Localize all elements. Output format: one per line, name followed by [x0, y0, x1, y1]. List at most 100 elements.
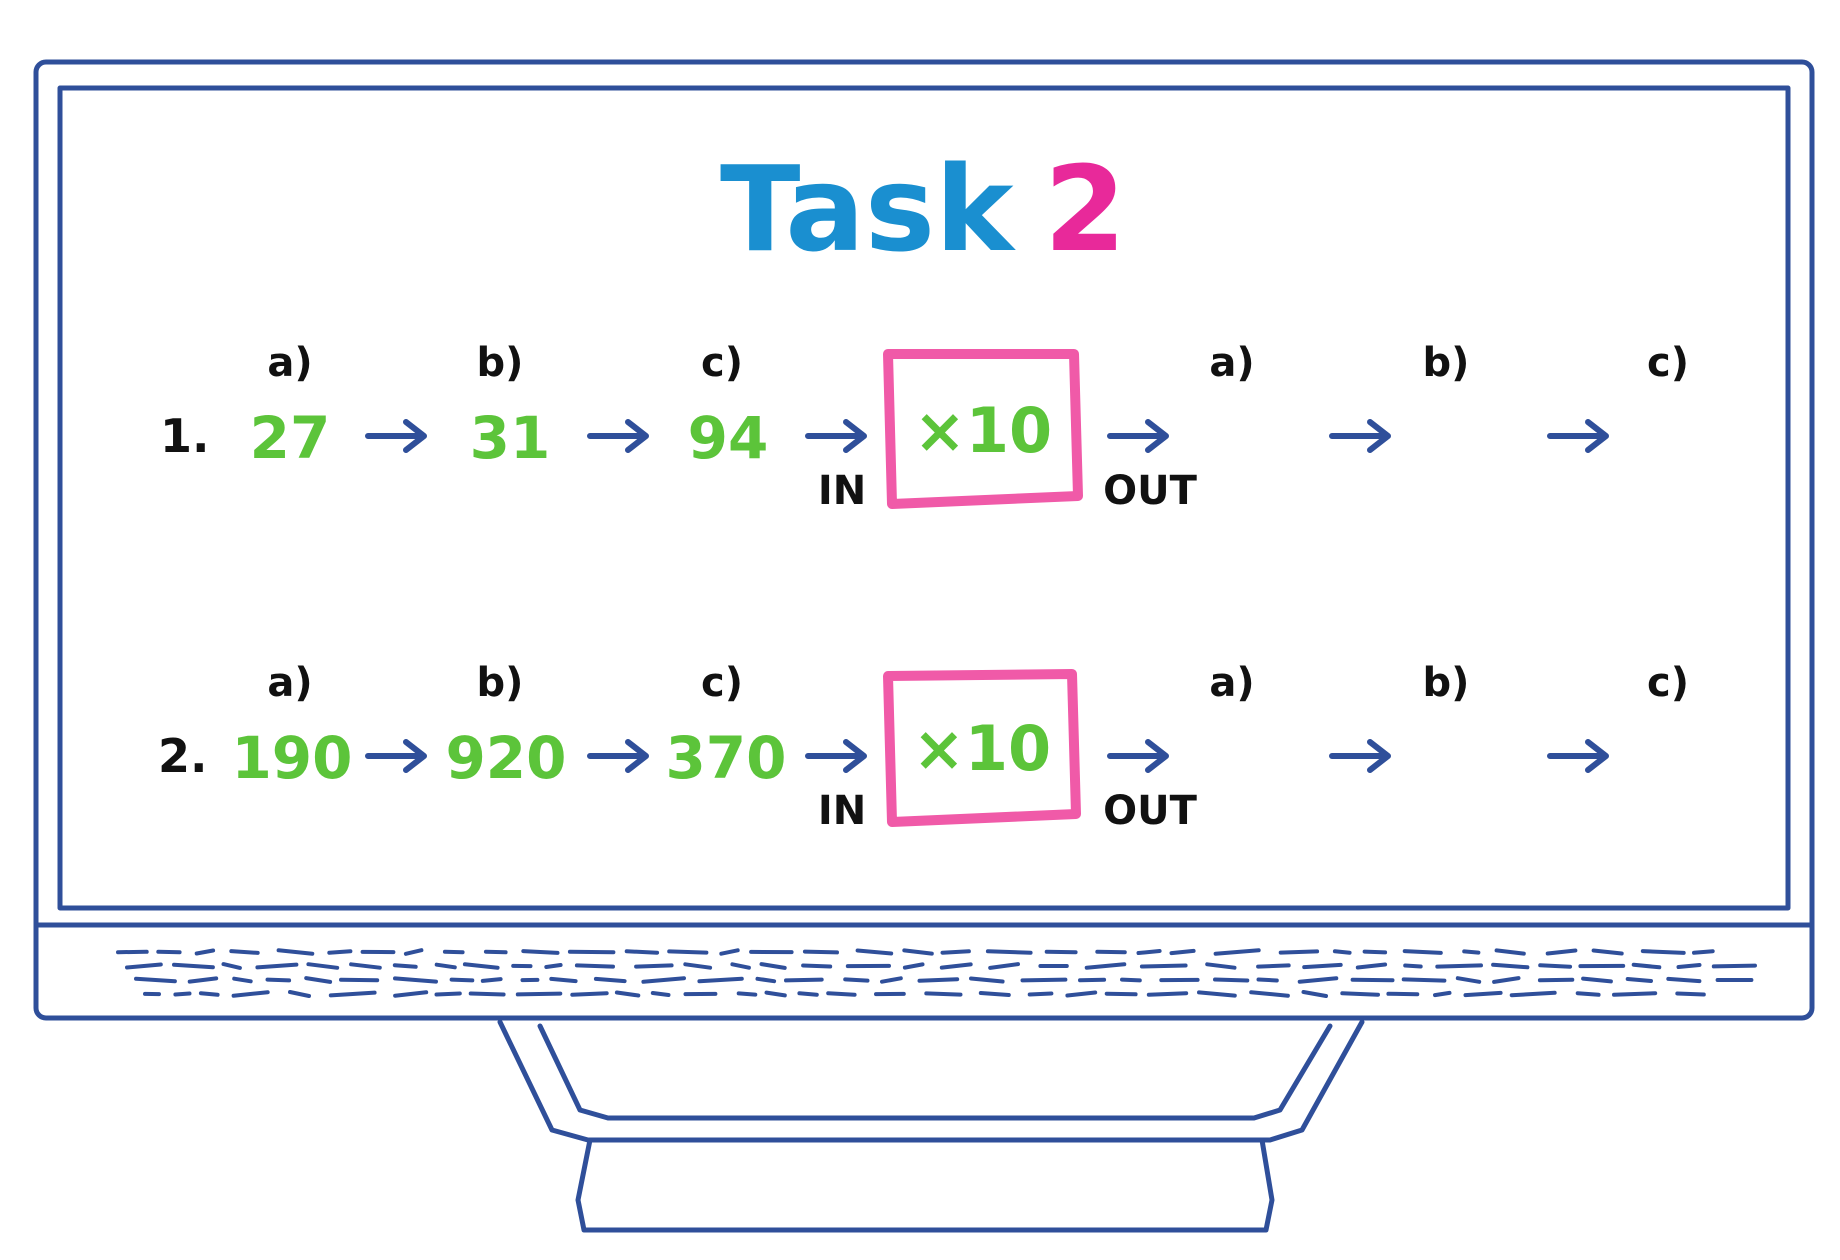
grille-dash	[194, 948, 216, 956]
right-arrow-icon	[1329, 739, 1391, 773]
grille-dash	[855, 948, 894, 956]
grille-dash	[232, 976, 253, 984]
grille-dash	[978, 991, 1011, 997]
input-label: b)	[477, 340, 524, 386]
right-arrow-icon	[1107, 739, 1169, 773]
grille-dash	[1213, 977, 1250, 983]
row-number: 1.	[160, 409, 209, 463]
grille-dash	[1401, 977, 1447, 983]
grille-dash	[614, 990, 641, 998]
grille-dash	[1711, 963, 1757, 969]
speaker-grille	[116, 948, 1757, 998]
title-number: 2	[1044, 140, 1126, 278]
function-machine-operation: ×10	[913, 712, 1051, 785]
grille-dash	[288, 990, 311, 998]
arrows	[365, 419, 1609, 453]
grille-dash	[570, 991, 609, 997]
grille-dash	[880, 976, 903, 984]
grille-dash	[468, 991, 506, 997]
input-value: 31	[470, 404, 551, 472]
grille-dash	[255, 962, 299, 970]
grille-dash	[784, 977, 824, 983]
grille-dash	[1302, 962, 1343, 970]
grille-dash	[736, 991, 758, 997]
grille-dash	[574, 963, 615, 969]
title-word: Task	[720, 140, 1016, 278]
output-label: b)	[1423, 660, 1470, 706]
grille-dash	[1666, 976, 1702, 984]
grille-dash	[988, 962, 1020, 970]
grille-dash	[1205, 962, 1237, 970]
grille-dash	[276, 948, 315, 956]
grille-dash	[231, 990, 270, 998]
grille-dash	[1435, 963, 1483, 969]
grille-dash	[755, 976, 777, 984]
input-value: 190	[231, 724, 352, 792]
grille-dash	[1692, 949, 1715, 955]
grille-dash	[826, 991, 857, 997]
grille-dash	[198, 991, 220, 997]
grille-dash	[1297, 976, 1339, 984]
right-arrow-icon	[1329, 419, 1391, 453]
grille-dash	[1640, 949, 1686, 955]
grille-dash	[172, 962, 215, 970]
grille-dash	[1494, 948, 1526, 956]
grille-dash	[480, 977, 503, 983]
grille-dash	[924, 991, 963, 997]
grille-dash	[327, 949, 353, 955]
input-value: 27	[250, 404, 331, 472]
grille-dash	[1169, 948, 1196, 956]
grille-dash	[1120, 977, 1142, 983]
grille-dash	[1581, 976, 1613, 984]
title: Task 2	[720, 140, 1126, 278]
grille-dash	[802, 949, 839, 955]
grille-dash	[843, 977, 870, 983]
grille-dash	[449, 977, 475, 983]
output-label: a)	[1209, 340, 1254, 386]
arrows	[365, 739, 1609, 773]
grille-dash	[1625, 977, 1653, 983]
grille-dash	[328, 990, 377, 998]
grille-dash	[1256, 963, 1291, 969]
in-label: IN	[818, 788, 866, 834]
input-value: 94	[688, 404, 769, 472]
out-label: OUT	[1103, 788, 1197, 834]
grille-dash	[434, 991, 462, 997]
input-label: c)	[701, 660, 743, 706]
grille-dash	[544, 963, 563, 969]
grille-dash	[265, 977, 292, 983]
grille-dash	[1213, 948, 1261, 956]
output-label: c)	[1647, 340, 1689, 386]
grille-dash	[1675, 991, 1706, 997]
grille-dash	[683, 962, 713, 970]
input-label: a)	[267, 340, 312, 386]
grille-dash	[1492, 976, 1521, 984]
grille-dash	[221, 962, 242, 970]
grille-dash	[1256, 977, 1279, 983]
grille-dash	[1433, 990, 1452, 998]
grille-dash	[641, 976, 686, 984]
function-row: 1. a) 27 b) 31 c) 94 IN ×10 OUT a) b) c)	[160, 340, 1689, 514]
function-row: 2. a) 190 b) 920 c) 370 IN ×10 OUT a) b)…	[158, 660, 1689, 834]
grille-dash	[1340, 991, 1380, 997]
right-arrow-icon	[587, 419, 649, 453]
output-label: a)	[1209, 660, 1254, 706]
grille-dash	[969, 976, 1005, 984]
input-value: 920	[445, 724, 566, 792]
monitor-stand	[497, 1019, 1365, 1233]
grille-dash	[593, 976, 627, 984]
row-number: 2.	[158, 729, 207, 783]
grille-dash	[730, 962, 751, 970]
function-machine-operation: ×10	[914, 394, 1052, 467]
grille-dash	[1612, 991, 1658, 997]
grille-dash	[521, 949, 560, 955]
grille-dash	[902, 948, 934, 956]
grille-dash	[797, 991, 819, 997]
right-arrow-icon	[1547, 419, 1609, 453]
output-label: b)	[1423, 340, 1470, 386]
grille-dash	[1197, 990, 1237, 998]
monitor-outer-bezel	[33, 59, 1815, 1021]
grille-dash	[1462, 949, 1481, 955]
grille-dash	[125, 962, 163, 970]
